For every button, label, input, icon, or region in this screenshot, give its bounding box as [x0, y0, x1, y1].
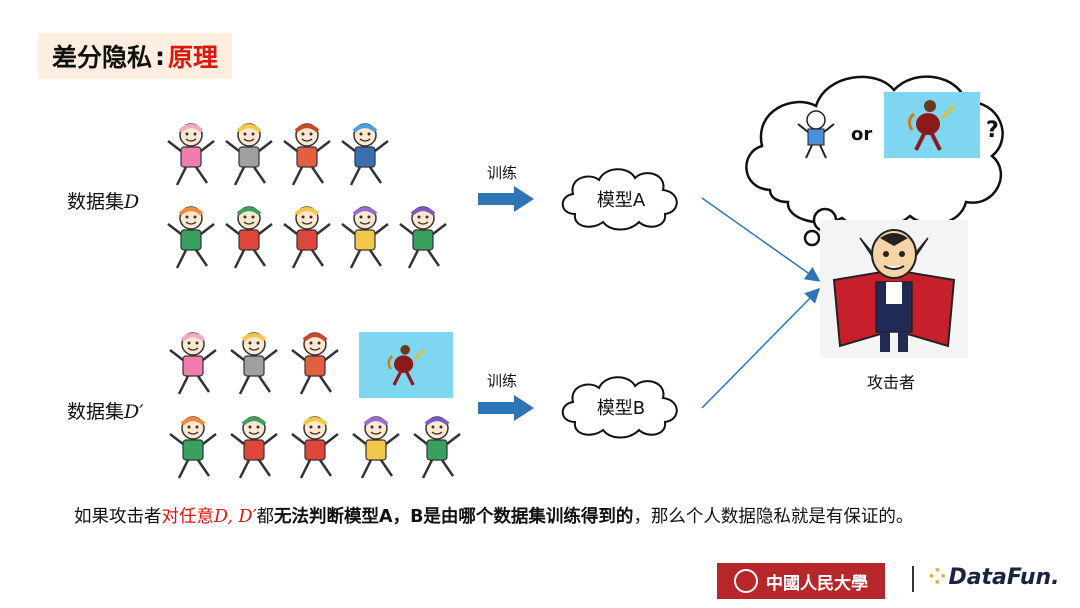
- dataset-d-prime-label-prefix: 数据集: [67, 401, 125, 423]
- attacker-label: 攻击者: [867, 373, 916, 392]
- thought-question: ?: [986, 118, 999, 143]
- conclusion-part-2: 对任意: [161, 507, 215, 527]
- thought-regular-kid: [792, 108, 840, 160]
- dataset-d-illustration: [162, 115, 452, 280]
- kid-figure: [223, 323, 284, 407]
- kid-figure: [220, 198, 278, 281]
- thought-special-kid: [884, 92, 980, 158]
- conclusion-part-4: 都: [256, 507, 275, 527]
- model-b-cloud: 模型B: [555, 370, 687, 442]
- kid-figure: [162, 115, 220, 198]
- conclusion-part-3: D, D′: [214, 507, 257, 527]
- train-arrow-bottom-icon: [478, 395, 534, 421]
- kid-figure: [220, 115, 278, 198]
- kid-figure: [336, 198, 394, 281]
- kid-figure: [336, 115, 394, 198]
- kid-figure: [223, 407, 284, 491]
- renmin-seal-icon: [734, 569, 758, 593]
- datafun-logo: ⁘DataFun.: [928, 565, 1060, 590]
- kid-figure: [406, 407, 467, 491]
- kid-figure: [345, 407, 406, 491]
- dataset-d-label-var: D: [124, 191, 140, 213]
- conclusion-part-5: 无法判断模型A，B是由哪个数据集训练得到的: [274, 507, 634, 527]
- renmin-logo-text: 中國人民大學: [766, 573, 868, 594]
- kid-figure: [278, 198, 336, 281]
- dataset-d-prime-illustration: [162, 323, 467, 491]
- datafun-dots-icon: ⁘: [928, 565, 947, 590]
- kid-figure: [162, 323, 223, 407]
- kid-figure: [278, 115, 336, 198]
- thought-cloud: or ?: [730, 60, 1020, 260]
- thought-or: or: [851, 124, 873, 145]
- kid-figure: [162, 407, 223, 491]
- kid-figure: [284, 407, 345, 491]
- connector-lines: [701, 197, 821, 409]
- dataset-d-prime-label-var: D′: [124, 401, 144, 423]
- conclusion-part-6: ，那么个人数据隐私就是有保证的。: [633, 507, 914, 527]
- title-main: 差分隐私: [52, 43, 153, 72]
- dataset-d-label-prefix: 数据集: [67, 191, 125, 213]
- renmin-university-logo: 中國人民大學: [717, 563, 885, 599]
- title-colon: :: [155, 41, 166, 71]
- kid-figure: [162, 198, 220, 281]
- kid-figure: [394, 198, 452, 281]
- attacker-illustration: [820, 220, 968, 358]
- title-accent: 原理: [168, 43, 219, 72]
- model-a-label: 模型A: [596, 190, 646, 211]
- page-title: 差分隐私:原理: [38, 33, 233, 79]
- train-arrow-top-icon: [478, 186, 534, 212]
- conclusion-part-1: 如果攻击者: [74, 507, 162, 527]
- logo-divider: [912, 566, 914, 592]
- train-label-bottom: 训练: [487, 372, 518, 390]
- model-a-cloud: 模型A: [555, 162, 687, 234]
- datafun-logo-text: DataFun.: [948, 565, 1060, 590]
- conclusion-text: 如果攻击者对任意D, D′都无法判断模型A，B是由哪个数据集训练得到的，那么个人…: [74, 505, 1014, 529]
- special-kid-figure: [345, 323, 467, 407]
- model-b-label: 模型B: [596, 398, 646, 419]
- dataset-d-prime-label: 数据集D′: [67, 397, 144, 424]
- train-label-top: 训练: [487, 164, 518, 182]
- dataset-d-label: 数据集D: [67, 187, 139, 214]
- kid-figure: [284, 323, 345, 407]
